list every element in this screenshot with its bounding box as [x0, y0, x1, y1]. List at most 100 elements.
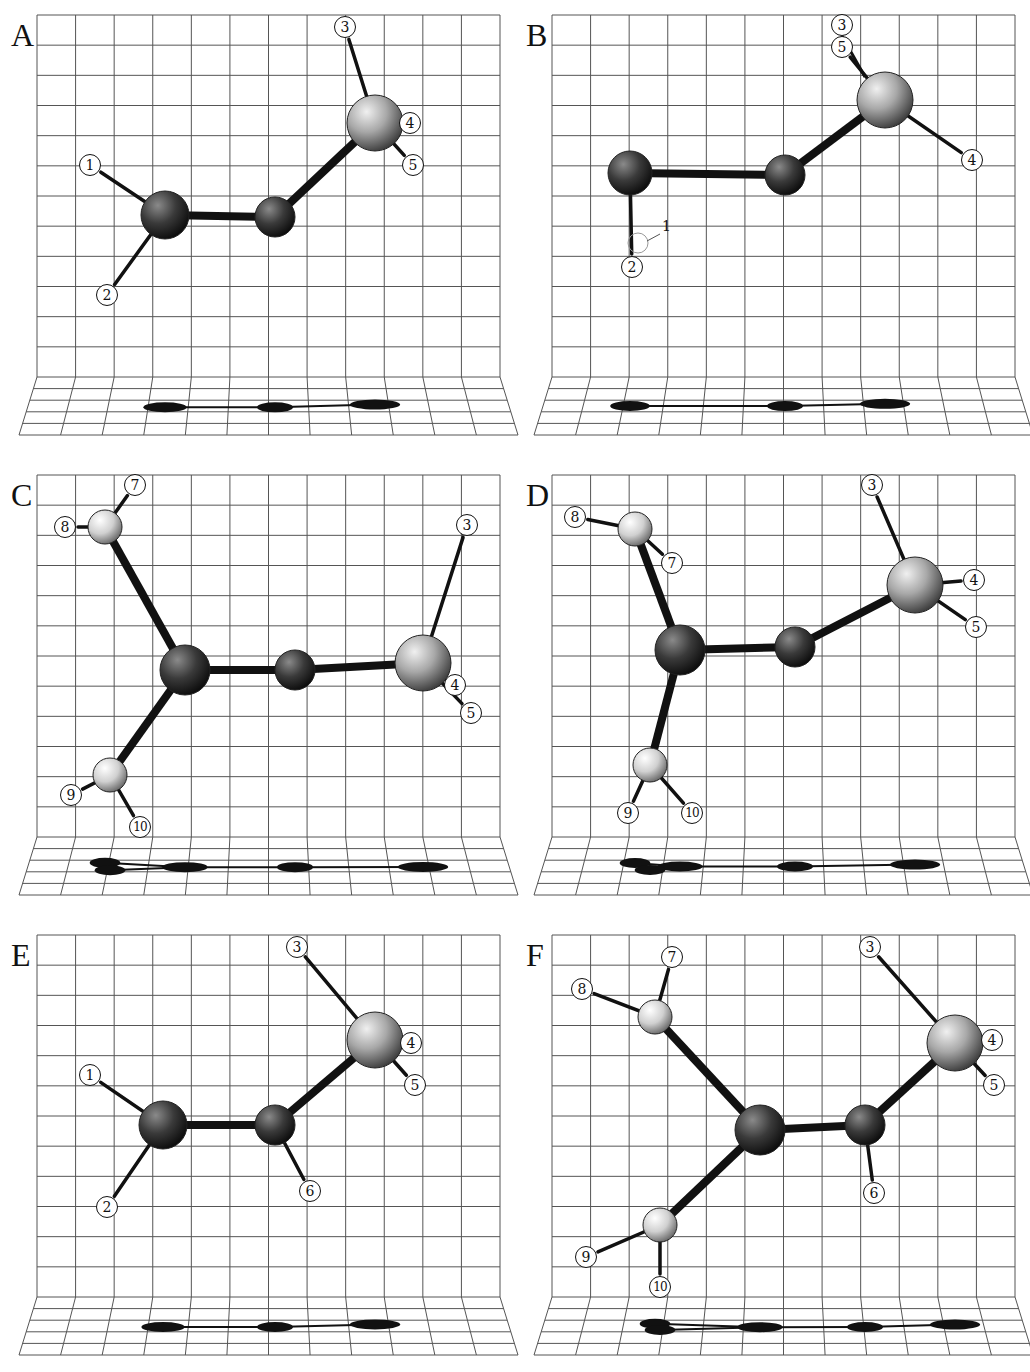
callout-number: 4: [399, 112, 421, 134]
grid-line: [552, 625, 1015, 626]
grid-line: [37, 505, 500, 506]
atom: [255, 1105, 295, 1145]
floor-grid-line: [423, 377, 435, 435]
bond-shadow: [630, 405, 785, 407]
callout-number: 4: [963, 569, 985, 591]
atom-shadow: [398, 862, 448, 872]
floor-grid-line: [938, 837, 950, 895]
floor-grid-line: [461, 377, 476, 435]
floor-grid-line: [534, 377, 552, 435]
grid-line: [552, 1085, 1015, 1086]
callout-number: 7: [661, 946, 683, 968]
grid-line: [37, 1055, 500, 1056]
callout-number: 5: [460, 702, 482, 724]
grid-line: [552, 995, 1015, 996]
grid-line: [37, 165, 500, 166]
floor-grid-line: [227, 837, 230, 895]
floor-grid-line: [548, 1308, 1018, 1309]
grid-line: [552, 377, 1015, 378]
atom: [765, 155, 805, 195]
atom-shadow: [890, 860, 940, 870]
panel-letter: B: [526, 19, 547, 51]
floor-grid-line: [102, 1297, 114, 1355]
floor-grid-line: [976, 377, 991, 435]
callout-number: 8: [571, 978, 593, 1000]
callout-number: 4: [444, 674, 466, 696]
grid-line: [552, 565, 1015, 566]
floor-grid-line: [1015, 1297, 1030, 1355]
floor-grid-line: [548, 848, 1018, 849]
atom: [88, 510, 122, 544]
grid-line: [552, 776, 1015, 777]
callout-number: 10: [649, 1276, 671, 1298]
callout-number: 9: [575, 1246, 597, 1268]
atom-shadow: [738, 1322, 783, 1332]
grid-line: [37, 256, 500, 257]
grid-line: [37, 316, 500, 317]
grid-line: [552, 346, 1015, 347]
atom: [775, 627, 815, 667]
floor-grid-line: [30, 1320, 507, 1321]
floor-grid-line: [461, 1297, 476, 1355]
grid-line: [552, 746, 1015, 747]
atom: [347, 1012, 403, 1068]
floor-grid-line: [423, 1297, 435, 1355]
grid-line: [552, 595, 1015, 596]
atom-shadow: [635, 865, 666, 875]
grid-line: [37, 196, 500, 197]
floor-grid-line: [23, 1343, 515, 1344]
atom: [93, 758, 127, 792]
grid-line: [552, 1206, 1015, 1207]
callout-number: 3: [334, 16, 356, 38]
bond: [630, 173, 785, 175]
callout-number: 7: [124, 474, 146, 496]
atom: [857, 72, 913, 128]
callout-number: 10: [681, 802, 703, 824]
callout-number: 9: [617, 802, 639, 824]
grid-line: [37, 935, 500, 936]
grid-line: [37, 105, 500, 106]
floor-grid-line: [19, 1297, 37, 1355]
atom-shadow: [847, 1322, 883, 1332]
grid-line: [37, 377, 500, 378]
floor-grid-line: [545, 860, 1022, 861]
floor-grid-line: [534, 435, 1030, 436]
callout-number: 3: [861, 474, 883, 496]
grid-line: [37, 595, 500, 596]
atom-shadow: [143, 402, 186, 412]
floor-grid-line: [500, 377, 518, 435]
atom-shadow: [930, 1320, 980, 1330]
callout-number: 8: [564, 506, 586, 528]
grid-line: [37, 746, 500, 747]
callout-number: 5: [983, 1074, 1005, 1096]
grid-line: [552, 1146, 1015, 1147]
grid-line: [552, 716, 1015, 717]
grid-line: [552, 196, 1015, 197]
callout-number: 6: [863, 1182, 885, 1204]
floor-grid-line: [268, 837, 269, 895]
callout-number: 1: [79, 1064, 101, 1086]
floor-grid-line: [61, 1297, 76, 1355]
floor-grid-line: [541, 871, 1026, 872]
atom-shadow: [257, 1322, 293, 1332]
floor-grid-line: [19, 377, 37, 435]
floor-grid-line: [538, 883, 1030, 884]
floor-grid-line: [23, 423, 515, 424]
grid-line: [552, 286, 1015, 287]
floor-grid-line: [576, 377, 591, 435]
atom: [275, 650, 315, 690]
floor-grid-line: [1015, 377, 1030, 435]
grid-line: [552, 105, 1015, 106]
grid-line: [37, 1025, 500, 1026]
floor-grid-line: [534, 837, 552, 895]
grid-line: [37, 75, 500, 76]
grid-line: [552, 475, 1015, 476]
atom-shadow: [277, 862, 313, 872]
callout-number: 5: [404, 1074, 426, 1096]
atom: [255, 197, 295, 237]
callout-number: 1: [662, 218, 671, 234]
leader-line: [647, 234, 660, 241]
grid-line: [37, 837, 500, 838]
floor-grid-line: [783, 1297, 784, 1355]
callout-number: 10: [129, 816, 151, 838]
